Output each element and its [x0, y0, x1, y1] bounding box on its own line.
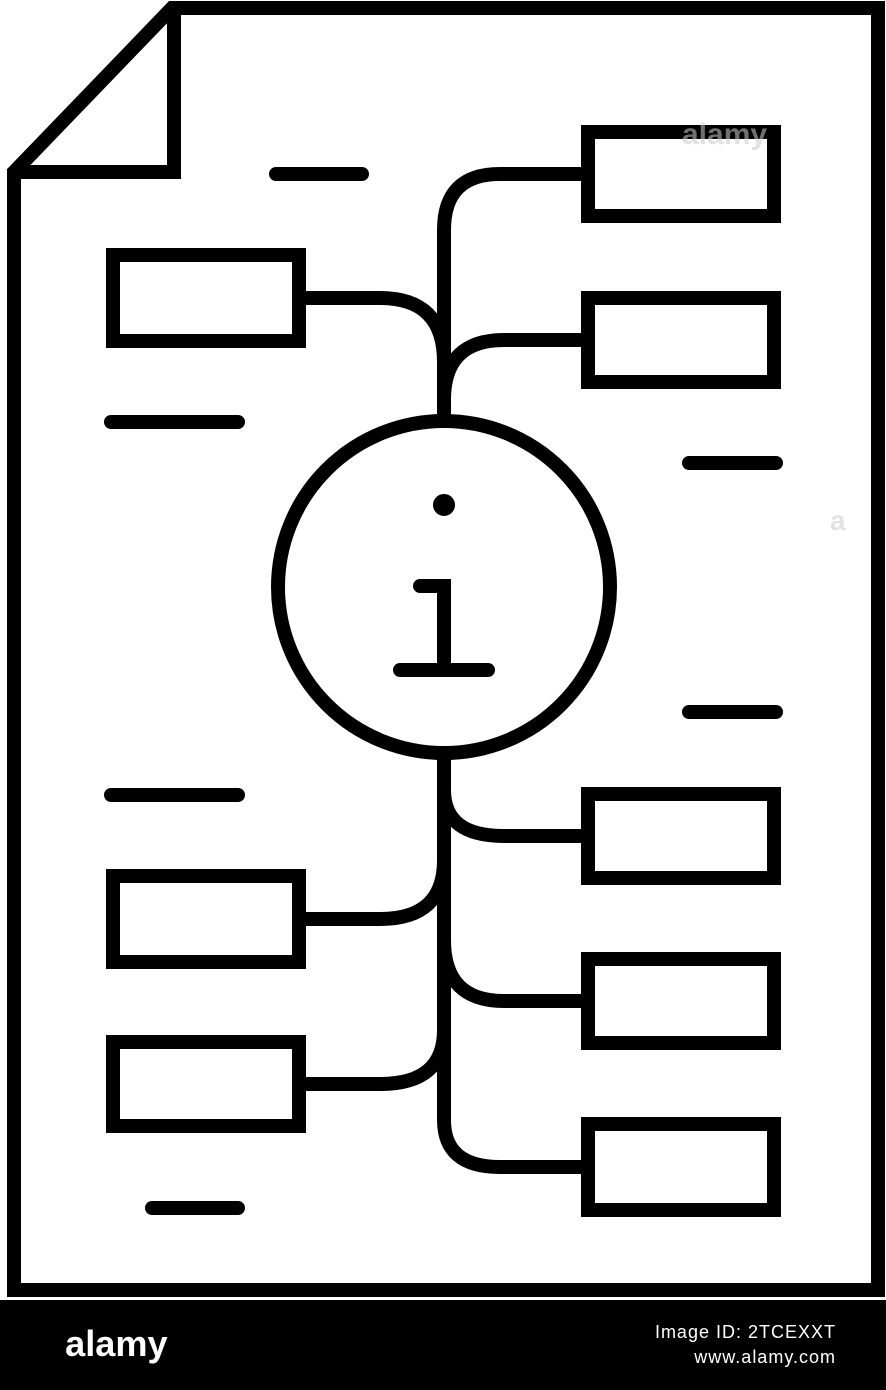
document-mindmap-info-icon	[6, 1, 885, 1297]
branch-left-1	[299, 291, 451, 369]
branch-left-3	[299, 1023, 451, 1091]
alamy-logo: alamy	[65, 1323, 167, 1364]
left-box-1	[106, 248, 306, 348]
footer-bar: alamy Image ID: 2TCEXXT www.alamy.com	[0, 1300, 886, 1390]
branch-right-2	[437, 333, 595, 407]
info-icon	[393, 494, 495, 677]
site-url[interactable]: www.alamy.com	[694, 1347, 836, 1367]
left-box-3	[106, 1035, 306, 1133]
branch-right-4	[437, 933, 595, 1008]
folded-corner	[14, 10, 181, 179]
bottom-trunk	[437, 746, 595, 1174]
right-box-2	[581, 291, 781, 389]
svg-text:alamy: alamy	[65, 1323, 167, 1364]
top-trunk	[437, 167, 595, 428]
document-outline	[6, 1, 885, 1297]
right-box-3	[581, 787, 781, 885]
right-box-5	[581, 1117, 781, 1217]
branch-left-2	[299, 853, 451, 926]
footer-meta: Image ID: 2TCEXXT www.alamy.com	[655, 1320, 836, 1370]
left-box-2	[106, 869, 306, 969]
image-id: Image ID: 2TCEXXT	[654, 1322, 836, 1342]
right-box-1	[581, 125, 781, 223]
right-box-4	[581, 952, 781, 1050]
branch-right-3	[437, 783, 595, 843]
